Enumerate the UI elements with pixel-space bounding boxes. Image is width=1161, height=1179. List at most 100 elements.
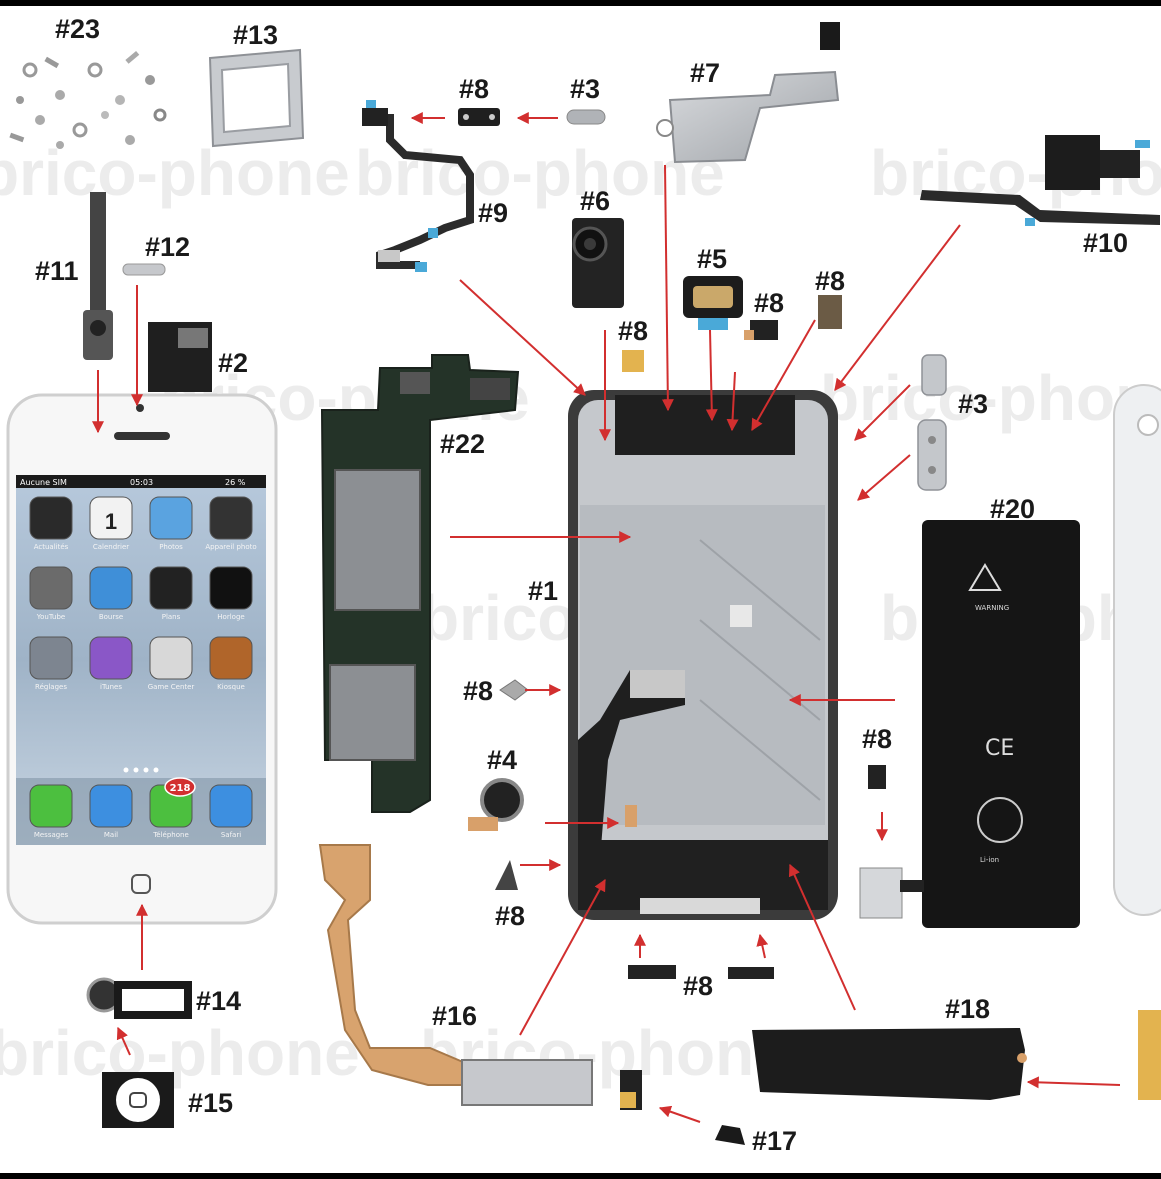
app-icon: Actualités: [29, 496, 73, 551]
label-10: #10: [1083, 228, 1128, 258]
app-label: Game Center: [148, 683, 195, 691]
svg-text:brico-phone: brico-phone: [0, 1017, 360, 1089]
app-icon: Plans: [149, 566, 193, 621]
svg-text:CE: CE: [985, 736, 1014, 761]
label-7: #7: [690, 58, 720, 88]
dock-label: Mail: [104, 831, 118, 839]
part-10-headphone-flex: [920, 135, 1160, 226]
svg-text:brico-phone: brico-phone: [0, 137, 350, 209]
time-text: 05:03: [130, 478, 153, 487]
label-4: #4: [487, 745, 517, 775]
app-label: Réglages: [35, 683, 67, 691]
app-icon: Réglages: [29, 636, 73, 691]
part-5-earpiece: [683, 276, 743, 330]
part-16-dock-connector: [318, 844, 642, 1110]
part-8-bracket-top: [458, 108, 500, 126]
app-icon: iTunes: [89, 636, 133, 691]
part-23-screws: [9, 50, 167, 149]
label-8b: #8: [618, 316, 648, 346]
label-8d: #8: [815, 266, 845, 296]
pointer-arrow: [658, 1105, 701, 1123]
label-15: #15: [188, 1088, 233, 1118]
pointer-arrow: [857, 454, 911, 501]
dock-label: Téléphone: [152, 831, 189, 839]
pointer-arrow: [519, 878, 606, 1036]
label-13: #13: [233, 20, 278, 50]
pointer-arrow: [834, 224, 961, 391]
dock-icon: Messages: [29, 784, 73, 839]
label-5: #5: [697, 244, 727, 274]
app-label: YouTube: [36, 613, 65, 621]
label-6: #6: [580, 186, 610, 216]
calendar-day: 1: [105, 509, 117, 534]
pointer-arrow: [756, 933, 769, 959]
status-bar: [16, 475, 266, 488]
back-cover: [1113, 384, 1161, 916]
svg-text:Li-ion: Li-ion: [980, 856, 999, 864]
app-icon: Photos: [149, 496, 193, 551]
part-8-small-brackets: [495, 679, 886, 979]
battery-text: 26 %: [225, 478, 246, 487]
label-22: #22: [440, 429, 485, 459]
part-15-home-button: [102, 1072, 174, 1128]
svg-text:WARNING: WARNING: [975, 604, 1009, 612]
svg-text:brico-phone: brico-phone: [355, 137, 725, 209]
app-icon: Calendrier: [89, 496, 133, 551]
phone-badge: 218: [164, 777, 196, 797]
arrows: [92, 112, 1121, 1123]
pointer-arrow: [726, 371, 739, 432]
part-22-logic-board: [320, 354, 520, 813]
app-icon: Horloge: [209, 566, 253, 621]
pointer-arrow: [116, 1026, 131, 1056]
part-2-proximity-sensor: [148, 322, 212, 392]
app-icon: Bourse: [89, 566, 133, 621]
part-13-sim-tray: [208, 48, 305, 148]
part-20-battery: WARNING CE Li-ion: [859, 520, 1080, 928]
label-8f: #8: [495, 901, 525, 931]
app-icon: YouTube: [29, 566, 73, 621]
app-icon: Kiosque: [209, 636, 253, 691]
pointer-arrow: [788, 863, 856, 1011]
part-17-antenna-clip: [715, 1125, 745, 1145]
app-label: Kiosque: [217, 683, 245, 691]
part-9-power-flex: [362, 100, 474, 272]
app-icon: Game Center: [148, 636, 195, 691]
pointer-arrow: [751, 319, 816, 432]
label-8g: #8: [683, 971, 713, 1001]
label-16: #16: [432, 1001, 477, 1031]
label-8e: #8: [463, 676, 493, 706]
label-2: #2: [218, 348, 248, 378]
app-label: iTunes: [100, 683, 122, 691]
home-button: [131, 874, 151, 894]
part-3-button: [566, 109, 606, 125]
label-3b: #3: [958, 389, 988, 419]
part-12-speaker-mesh: [122, 263, 166, 276]
dock-icon: Mail: [89, 784, 133, 839]
label-8h: #8: [862, 724, 892, 754]
part-labels: #1 #2 #3 #3 #4 #5 #6 #7 #8 #8 #8 #8 #8 #…: [35, 14, 1128, 1156]
part-4-vibrator: [468, 778, 524, 831]
label-9: #9: [478, 198, 508, 228]
label-20: #20: [990, 494, 1035, 524]
app-label: Horloge: [217, 613, 244, 621]
bottom-border: [0, 1173, 1161, 1179]
label-3a: #3: [570, 74, 600, 104]
dock-label: Messages: [34, 831, 69, 839]
part-6-rear-camera: [572, 218, 624, 308]
label-12: #12: [145, 232, 190, 262]
label-14: #14: [196, 986, 241, 1016]
label-11: #11: [35, 256, 79, 286]
part-1-midframe: [568, 390, 838, 920]
app-label: Calendrier: [93, 543, 129, 551]
pointer-arrow: [459, 279, 586, 396]
part-11-front-camera-flex: [83, 192, 113, 360]
label-17: #17: [752, 1126, 797, 1156]
label-8c: #8: [754, 288, 784, 318]
pointer-arrow: [705, 329, 718, 422]
label-18: #18: [945, 994, 990, 1024]
svg-text:brico-phone: brico-phone: [820, 362, 1161, 434]
app-label: Bourse: [99, 613, 123, 621]
